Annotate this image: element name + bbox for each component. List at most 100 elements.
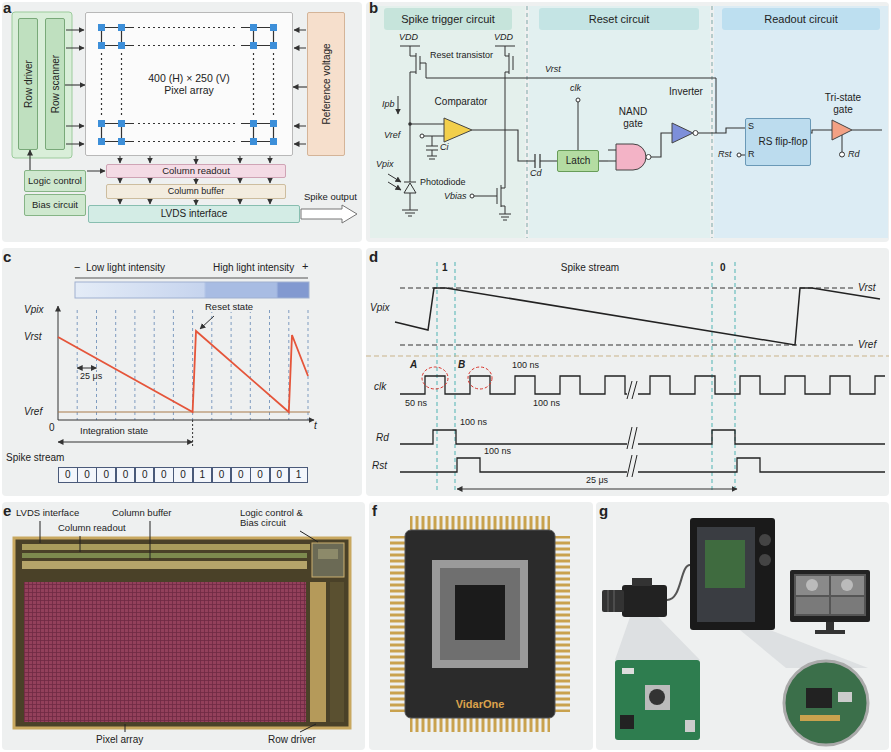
axis-label: t <box>314 420 317 431</box>
art-shape <box>366 248 889 496</box>
dimension-label: 100 ns <box>460 418 487 428</box>
connector <box>195 156 196 164</box>
art-shape <box>455 585 505 640</box>
art-shape <box>102 28 274 142</box>
signal-label: Ci <box>440 143 449 153</box>
art-shape <box>649 689 665 705</box>
art-shape <box>470 194 474 198</box>
node-label: Row driver <box>23 60 34 108</box>
signal-label: Vpix <box>24 304 43 315</box>
spike-cell: 0 <box>77 467 97 483</box>
art-shape <box>444 118 472 142</box>
art-shape <box>250 42 257 49</box>
node-label: Tri-state gate <box>820 92 866 116</box>
art-shape <box>250 120 257 127</box>
art-shape <box>118 120 125 127</box>
signal-label: VDD <box>399 33 418 43</box>
axis-label: − <box>74 261 80 273</box>
art-shape <box>737 153 741 157</box>
node-label: Reference voltage <box>321 43 332 124</box>
latch-box: Latch <box>557 150 599 172</box>
dimension-label: 100 ns <box>533 399 560 409</box>
art-shape <box>150 178 151 183</box>
signal-label: Rd <box>376 432 389 443</box>
node-label: RS flip-flop <box>747 136 810 148</box>
art-shape <box>366 356 889 357</box>
art-shape <box>437 262 735 492</box>
spike-cell: 0 <box>212 467 232 483</box>
art-shape <box>410 124 444 159</box>
spike-cell: 0 <box>96 467 116 483</box>
art-shape <box>77 368 96 369</box>
connector <box>29 150 30 170</box>
art-shape <box>432 560 528 668</box>
art-shape <box>398 96 399 114</box>
art-shape <box>840 152 845 157</box>
callout-letter: A <box>410 359 417 370</box>
art-shape <box>200 316 214 329</box>
art-shape <box>58 442 193 443</box>
interface-block: LVDS interface <box>88 205 300 223</box>
panel-a-art <box>2 2 362 242</box>
art-shape <box>301 205 357 223</box>
node-label: NAND gate <box>608 106 658 130</box>
art-shape <box>395 288 880 345</box>
art-shape <box>620 715 634 729</box>
art-shape <box>529 6 710 238</box>
node-label: Logic control <box>26 176 84 187</box>
art-shape <box>698 133 708 134</box>
art-shape <box>2 2 362 242</box>
art-shape <box>800 715 840 721</box>
art-shape <box>693 131 698 136</box>
art-shape <box>472 130 492 131</box>
art-shape <box>759 534 771 546</box>
panel-c-art <box>2 248 362 496</box>
art-shape <box>622 668 634 674</box>
art-shape <box>58 306 59 420</box>
art-shape <box>697 527 755 622</box>
art-shape <box>388 182 401 190</box>
nand-gate: NAND gate <box>608 106 658 172</box>
art-shape <box>330 582 344 722</box>
connector <box>811 130 818 133</box>
art-shape <box>410 516 550 530</box>
dimension-label: 25 μs <box>586 476 608 486</box>
art-shape <box>838 692 852 702</box>
art-shape <box>705 540 745 588</box>
spike-cell: 0 <box>116 467 136 483</box>
art-shape <box>270 42 277 49</box>
panel-g-art <box>596 502 889 750</box>
art-shape <box>842 135 843 144</box>
art-shape <box>22 553 307 558</box>
pixel-array: 400 (H) × 250 (V) Pixel array <box>85 12 293 156</box>
signal-label: 0 <box>720 262 726 273</box>
connector <box>293 86 307 87</box>
signal-label: S <box>748 122 754 132</box>
art-shape <box>294 48 306 49</box>
art-shape <box>535 154 540 168</box>
art-shape <box>318 549 338 559</box>
signal-label: Vpix <box>370 302 389 313</box>
art-shape <box>400 430 885 444</box>
art-shape <box>474 46 515 220</box>
driver-block: Row driver <box>18 18 38 150</box>
annotation-label: Integration state <box>80 426 148 436</box>
part-label: Column readout <box>58 523 126 533</box>
art-shape <box>390 536 405 712</box>
panel-e-art <box>2 502 365 750</box>
art-shape <box>527 6 712 238</box>
art-shape <box>831 576 864 595</box>
art-shape <box>402 182 418 216</box>
spike-cell: 0 <box>270 467 290 483</box>
art-shape <box>120 178 121 183</box>
art-shape <box>98 42 105 49</box>
art-shape <box>270 24 277 31</box>
signal-label: Rst <box>372 460 387 471</box>
art-shape <box>627 381 637 477</box>
section-heading: Reset circuit <box>539 8 699 30</box>
art-shape <box>75 278 308 279</box>
art-shape <box>58 331 308 412</box>
art-shape <box>646 155 651 160</box>
art-shape <box>408 122 412 126</box>
